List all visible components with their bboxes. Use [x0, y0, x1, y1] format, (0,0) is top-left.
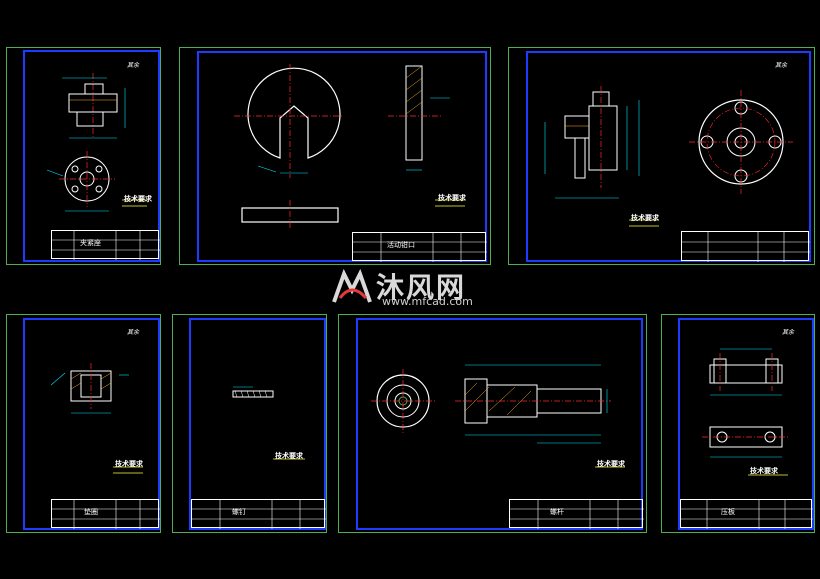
watermark: 沐风网 www.mfcad.com — [330, 266, 500, 308]
drawing-sheet-3: 技术要求 其余 — [508, 47, 815, 265]
sheet-2-border — [197, 51, 487, 262]
watermark-brand: 沐风网 — [376, 271, 467, 304]
sheet-2-part-name: 活动钳口 — [387, 241, 415, 249]
sheet-3-border — [526, 51, 811, 262]
sheet-5-part-name: 螺钉 — [232, 508, 246, 516]
sheet-3-geometry — [544, 86, 793, 227]
watermark-url: www.mfcad.com — [382, 295, 473, 308]
sheet-5-geometry — [232, 386, 305, 460]
mfcad-logo-icon — [332, 268, 372, 303]
drawing-sheet-7: 技术要求 其余 压板 — [661, 314, 815, 533]
drawing-sheet-6: 技术要求 螺杆 — [338, 314, 647, 533]
sheet-1-scale-mark: 其余 — [127, 62, 140, 69]
sheet-4-title-block: 垫圈 — [51, 499, 160, 529]
sheet-1-geometry — [46, 73, 147, 212]
sheet-5-tech-note: 技术要求 — [275, 452, 303, 460]
sheet-7-tech-note: 技术要求 — [750, 467, 778, 475]
sheet-2-title-block: 活动钳口 — [352, 232, 487, 262]
sheet-6-tech-note: 技术要求 — [597, 460, 625, 468]
sheet-6-geometry — [371, 364, 625, 468]
sheet-7-title-block: 压板 — [680, 499, 813, 529]
sheet-4-border — [23, 318, 160, 530]
sheet-6-part-name: 螺杆 — [550, 508, 564, 516]
sheet-6-title-block: 螺杆 — [509, 499, 644, 529]
drawing-sheet-1: 技术要求 其余 夹紧座 — [6, 47, 161, 265]
sheet-1-border — [23, 50, 160, 262]
sheet-2-tech-note: 技术要求 — [438, 194, 466, 202]
sheet-5-title-block: 螺钉 — [191, 499, 326, 529]
sheet-4-tech-note: 技术要求 — [115, 460, 143, 468]
sheet-7-scale-mark: 其余 — [782, 329, 795, 336]
sheet-1-part-name: 夹紧座 — [80, 239, 101, 247]
sheet-3-title-block — [681, 231, 810, 262]
sheet-1-tech-note: 技术要求 — [124, 195, 152, 203]
drawing-sheet-5: 技术要求 螺钉 — [172, 314, 327, 533]
sheet-4-geometry — [50, 363, 143, 474]
sheet-5-border — [189, 318, 326, 530]
sheet-4-part-name: 垫圈 — [84, 508, 98, 516]
drawing-sheet-4: 技术要求 其余 垫圈 — [6, 314, 161, 533]
sheet-7-border — [678, 318, 814, 530]
sheet-2-geometry — [234, 64, 465, 230]
sheet-1-title-block: 夹紧座 — [51, 230, 160, 260]
sheet-7-geometry — [702, 348, 790, 476]
sheet-3-tech-note: 技术要求 — [631, 214, 659, 222]
sheet-4-scale-mark: 其余 — [127, 329, 140, 336]
sheet-7-part-name: 压板 — [721, 508, 735, 516]
sheet-3-scale-mark: 其余 — [775, 62, 788, 69]
drawing-sheet-2: 技术要求 活动钳口 — [179, 47, 491, 265]
sheet-6-border — [356, 318, 643, 530]
